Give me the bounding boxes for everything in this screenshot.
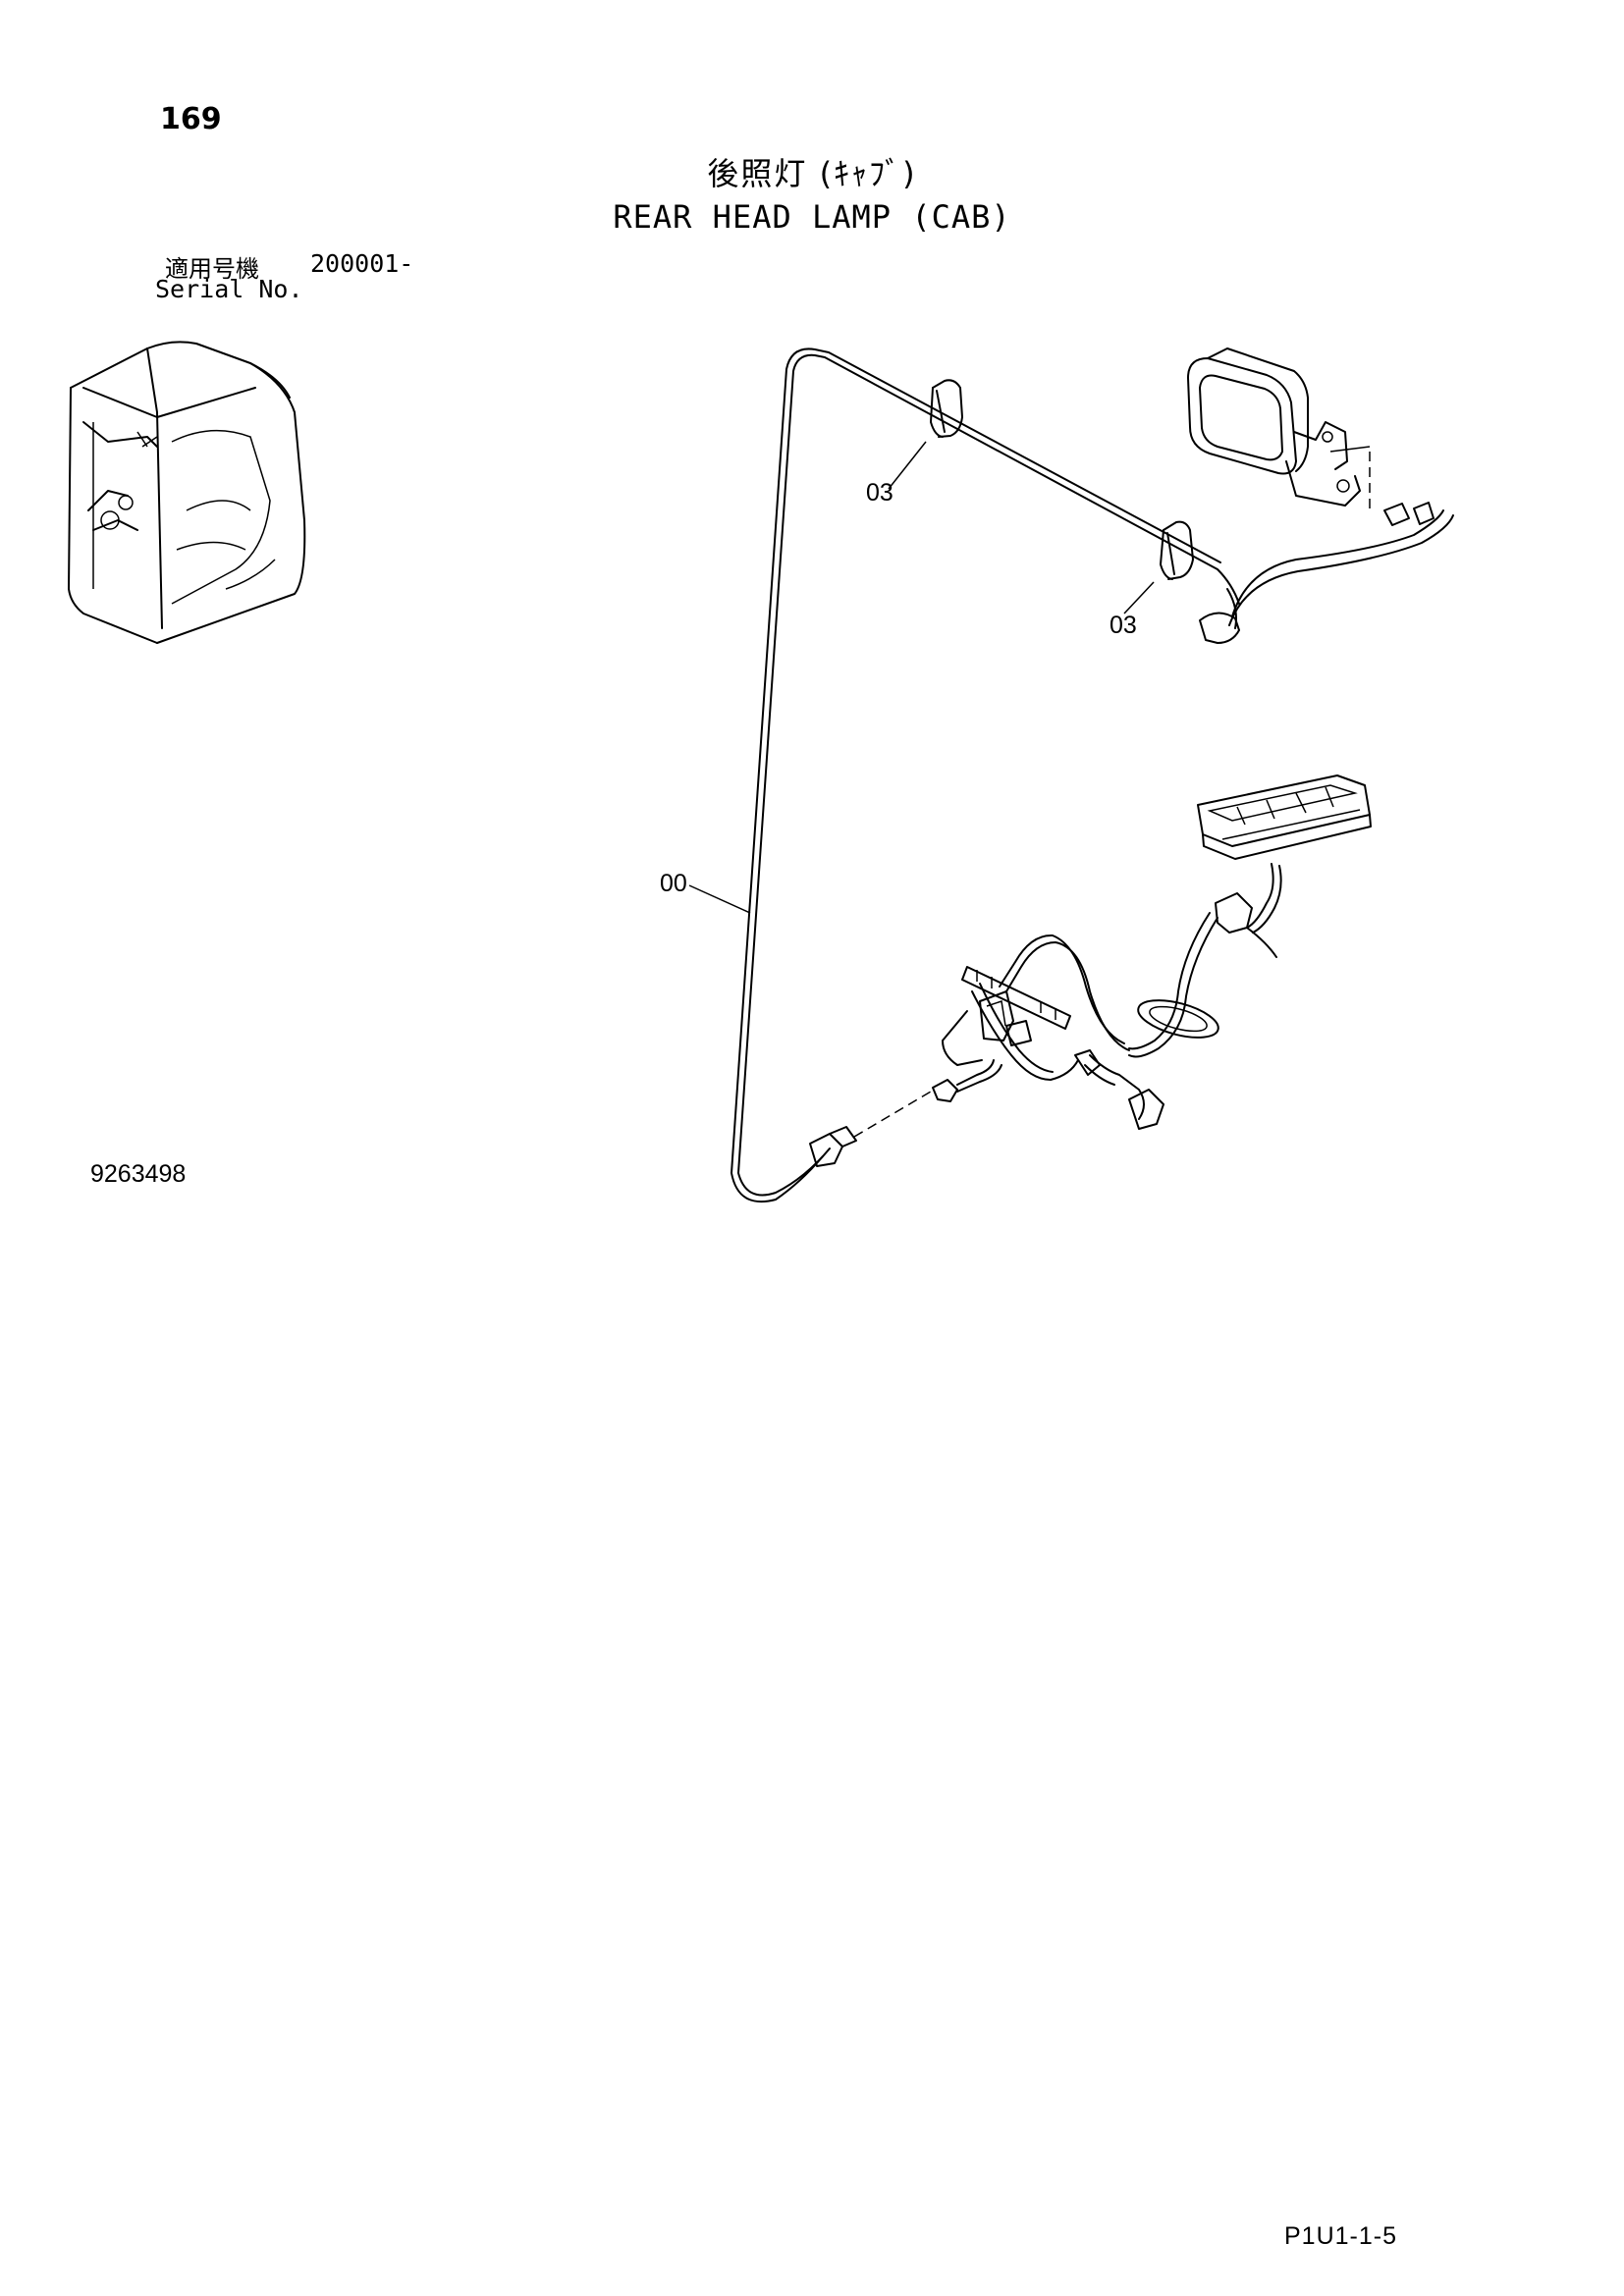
- serial-label-english: Serial No.: [155, 275, 303, 303]
- callout-harness: 00: [660, 870, 687, 897]
- serial-range: 200001-: [310, 249, 414, 278]
- callout-clip-upper: 03: [866, 479, 893, 507]
- relay-bracket: [961, 966, 1071, 1046]
- rear-head-lamp: [1187, 347, 1371, 507]
- leader-harness: [688, 884, 751, 914]
- lamp-connector: [1199, 452, 1454, 644]
- callout-clip-lower: 03: [1110, 612, 1137, 639]
- title-english: REAR HEAD LAMP (CAB): [613, 198, 1011, 236]
- small-connector: [932, 1059, 1002, 1102]
- harness-main: [731, 347, 1240, 1203]
- page-number: 169: [160, 102, 222, 136]
- cab-location-thumbnail: [68, 341, 306, 644]
- clip-upper: [888, 379, 963, 490]
- clip-lower: [1123, 520, 1194, 614]
- switch-panel: [1197, 774, 1372, 860]
- serial-label-japanese: 適用号機: [165, 255, 259, 283]
- title-japanese: 後照灯 (ｷｬﾌﾞ): [707, 155, 917, 192]
- harness-branches: [942, 863, 1282, 1130]
- page-code: P1U1-1-5: [1284, 2222, 1397, 2250]
- harness-end-connector: [809, 1091, 932, 1167]
- drawing-number: 9263498: [90, 1160, 187, 1188]
